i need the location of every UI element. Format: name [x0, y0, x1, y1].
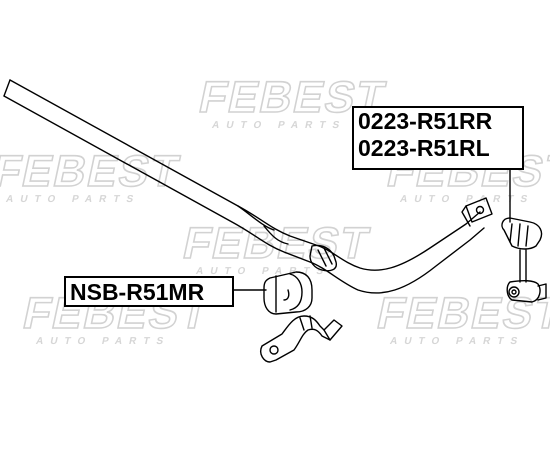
part-number-rear-right: 0223-R51RR [358, 108, 493, 134]
bushing [263, 271, 313, 315]
stabilizer-bar [3, 79, 493, 294]
part-number-rear-left: 0223-R51RL [358, 135, 490, 161]
part-number-bushing: NSB-R51MR [70, 279, 205, 305]
stabilizer-link [501, 217, 547, 303]
part-label-bushing: NSB-R51MR [64, 276, 234, 307]
bushing-bracket [260, 315, 343, 363]
part-label-link: 0223-R51RR 0223-R51RL [352, 106, 524, 170]
